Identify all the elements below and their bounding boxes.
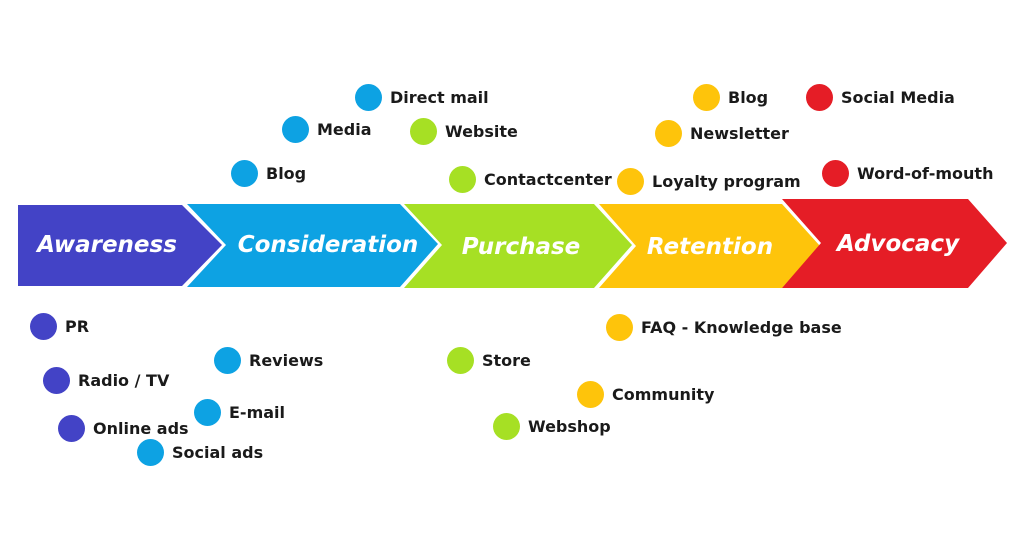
touchpoint-contactcenter: Contactcenter — [449, 166, 612, 193]
chevron-purchase — [404, 204, 632, 288]
retention-dot — [655, 120, 682, 147]
consideration-dot — [355, 84, 382, 111]
touchpoint-radio-tv: Radio / TV — [43, 367, 169, 394]
chevron-consideration — [187, 204, 438, 287]
consideration-dot — [231, 160, 258, 187]
touchpoint-label: Blog — [728, 88, 769, 107]
touchpoint-media: Media — [282, 116, 372, 143]
consideration-dot — [194, 399, 221, 426]
touchpoint-label: FAQ - Knowledge base — [641, 318, 842, 337]
chevron-awareness — [18, 205, 222, 286]
touchpoint-online-ads: Online ads — [58, 415, 189, 442]
retention-dot — [606, 314, 633, 341]
touchpoint-word-of-mouth: Word-of-mouth — [822, 160, 993, 187]
touchpoint-label: Website — [445, 122, 518, 141]
stage-label-advocacy: Advocacy — [836, 231, 960, 257]
touchpoint-store: Store — [447, 347, 531, 374]
touchpoint-website: Website — [410, 118, 518, 145]
advocacy-dot — [822, 160, 849, 187]
touchpoint-blog-consideration: Blog — [231, 160, 306, 187]
consideration-dot — [214, 347, 241, 374]
consideration-dot — [137, 439, 164, 466]
advocacy-dot — [806, 84, 833, 111]
touchpoint-e-mail: E-mail — [194, 399, 285, 426]
purchase-dot — [447, 347, 474, 374]
awareness-dot — [58, 415, 85, 442]
touchpoint-social-media: Social Media — [806, 84, 955, 111]
stage-label-consideration: Consideration — [237, 232, 419, 258]
touchpoint-label: Radio / TV — [78, 371, 170, 390]
stage-label-retention: Retention — [646, 234, 774, 260]
touchpoint-blog-retention: Blog — [693, 84, 768, 111]
touchpoint-webshop: Webshop — [493, 413, 611, 440]
touchpoint-social-ads: Social ads — [137, 439, 263, 466]
touchpoint-pr: PR — [30, 313, 89, 340]
touchpoint-label: Online ads — [93, 419, 189, 438]
awareness-dot — [43, 367, 70, 394]
touchpoint-label: Contactcenter — [484, 170, 612, 189]
purchase-dot — [410, 118, 437, 145]
chevron-retention — [599, 204, 820, 288]
touchpoint-label: Blog — [266, 164, 307, 183]
touchpoint-faq-knowledge-base: FAQ - Knowledge base — [606, 314, 842, 341]
stage-label-purchase: Purchase — [461, 234, 581, 260]
touchpoint-newsletter: Newsletter — [655, 120, 789, 147]
retention-dot — [617, 168, 644, 195]
touchpoint-label: Webshop — [528, 417, 611, 436]
chevron-advocacy — [782, 199, 1007, 288]
touchpoint-label: E-mail — [229, 403, 286, 422]
touchpoint-label: Word-of-mouth — [857, 164, 994, 183]
touchpoint-label: Reviews — [249, 351, 324, 370]
touchpoint-label: Social Media — [841, 88, 955, 107]
touchpoint-label: Social ads — [172, 443, 264, 462]
touchpoint-label: Loyalty program — [652, 172, 801, 191]
touchpoint-direct-mail: Direct mail — [355, 84, 489, 111]
touchpoint-label: PR — [65, 317, 90, 336]
purchase-dot — [449, 166, 476, 193]
touchpoint-label: Newsletter — [690, 124, 789, 143]
touchpoint-label: Community — [612, 385, 715, 404]
touchpoint-label: Store — [482, 351, 531, 370]
touchpoint-community: Community — [577, 381, 714, 408]
retention-dot — [693, 84, 720, 111]
consideration-dot — [282, 116, 309, 143]
touchpoint-label: Media — [317, 120, 372, 139]
touchpoint-label: Direct mail — [390, 88, 489, 107]
stage-label-awareness: Awareness — [37, 232, 177, 258]
retention-dot — [577, 381, 604, 408]
touchpoint-reviews: Reviews — [214, 347, 323, 374]
touchpoint-loyalty-program: Loyalty program — [617, 168, 801, 195]
purchase-dot — [493, 413, 520, 440]
awareness-dot — [30, 313, 57, 340]
